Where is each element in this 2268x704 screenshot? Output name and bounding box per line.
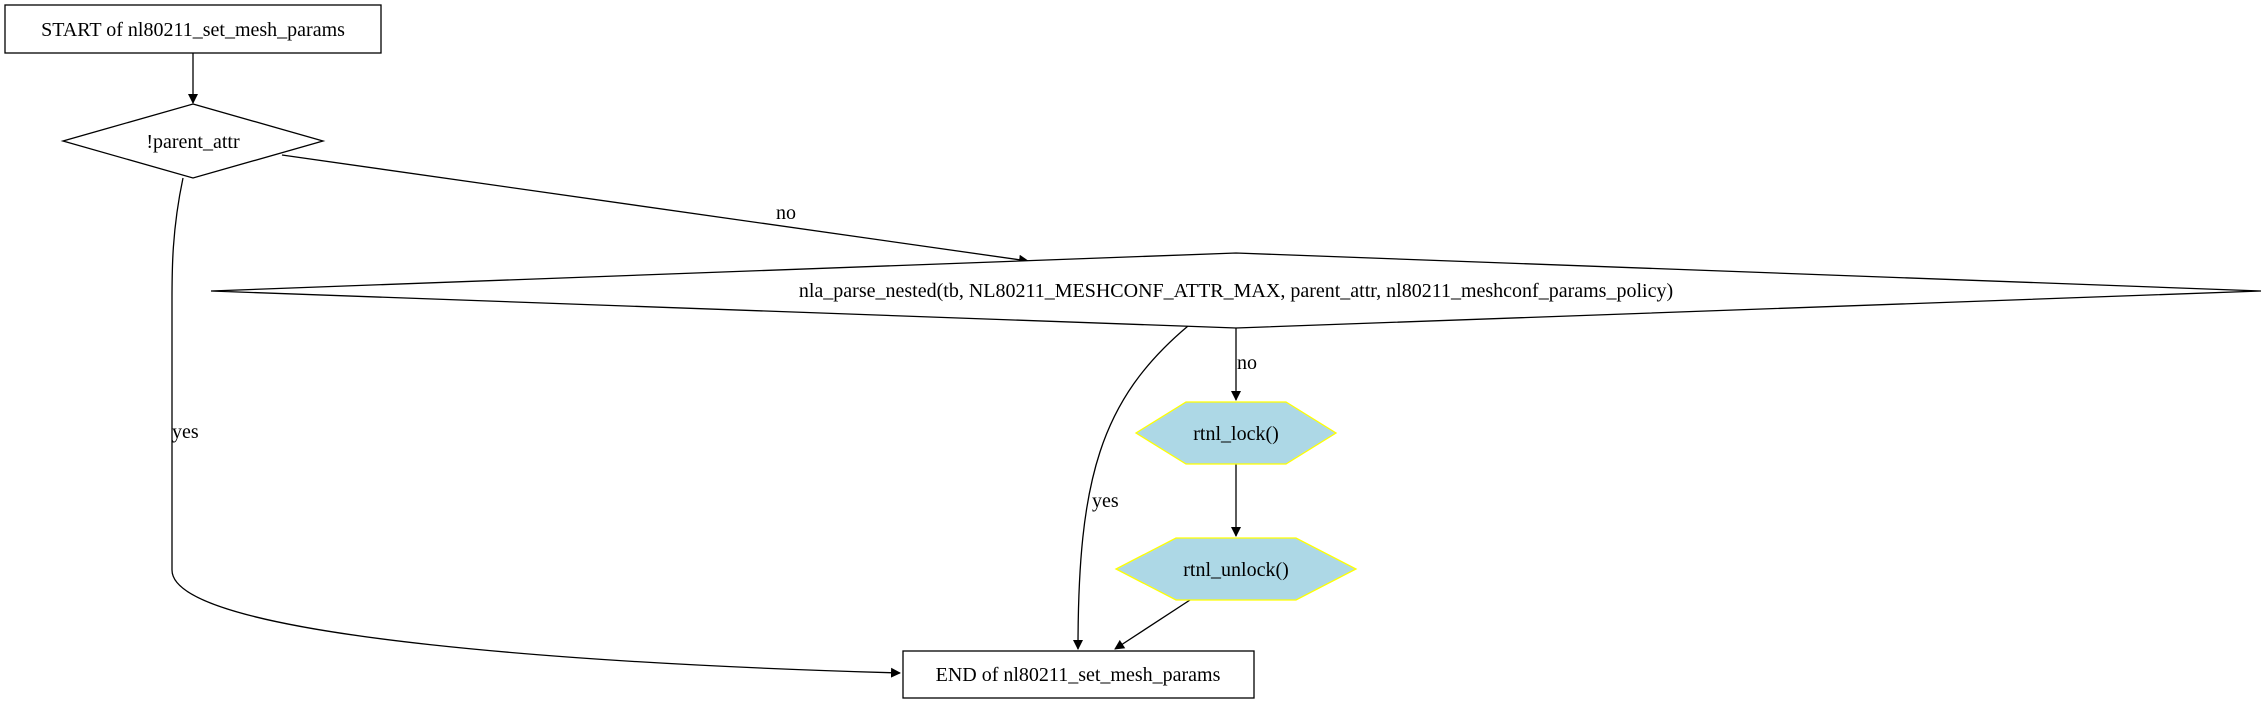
edge-label-cond1-yes: yes (172, 421, 199, 443)
node-unlock: rtnl_unlock() (1114, 537, 1358, 601)
edge-label-cond1-no: no (776, 202, 796, 224)
edge-cond1-no (281, 154, 1029, 265)
edge-label-cond2-yes: yes (1092, 490, 1119, 512)
node-start-label: START of nl80211_set_mesh_params (41, 19, 345, 41)
node-cond2-label: nla_parse_nested(tb, NL80211_MESHCONF_AT… (799, 280, 1673, 302)
node-lock: rtnl_lock() (1134, 401, 1338, 465)
node-end-label: END of nl80211_set_mesh_params (936, 664, 1221, 686)
node-cond1-label: !parent_attr (146, 131, 240, 153)
node-unlock-label: rtnl_unlock() (1183, 559, 1289, 581)
edge-unlock-end (1114, 599, 1191, 650)
node-cond1: !parent_attr (60, 103, 326, 179)
node-start: START of nl80211_set_mesh_params (4, 4, 382, 54)
edge-cond1-yes (171, 177, 901, 678)
edge-label-cond2-no: no (1237, 352, 1257, 374)
node-lock-label: rtnl_lock() (1193, 423, 1279, 445)
edge-cond2-yes (1073, 325, 1189, 650)
node-end: END of nl80211_set_mesh_params (902, 650, 1255, 699)
node-cond2: nla_parse_nested(tb, NL80211_MESHCONF_AT… (210, 252, 2262, 329)
